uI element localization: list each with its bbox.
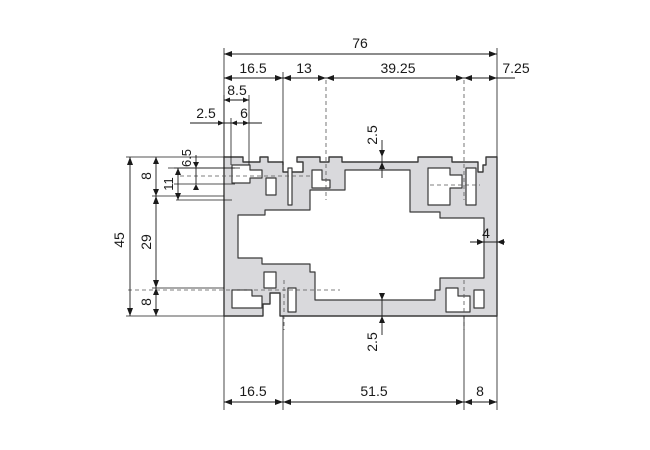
bottom-middle-slot xyxy=(287,287,297,313)
dim-slot-6-5: 6.5 xyxy=(179,149,194,167)
top-right-t-slot xyxy=(427,167,463,206)
dim-height-45: 45 xyxy=(111,232,127,248)
dim-slot-8-5: 8.5 xyxy=(227,82,247,98)
dim-bottom-8: 8 xyxy=(476,383,484,399)
center-lines xyxy=(128,80,480,330)
dim-right-wall-4: 4 xyxy=(482,225,490,241)
dim-bottom-16-5: 16.5 xyxy=(239,383,266,399)
top-left-slot-2 xyxy=(265,177,277,196)
dim-top-13: 13 xyxy=(296,60,312,76)
top-slot-13 xyxy=(311,169,331,189)
bottom-right-slot-2 xyxy=(473,289,485,309)
right-upper-slot xyxy=(465,167,477,206)
profile-cross-section xyxy=(223,156,498,317)
central-chamber xyxy=(237,169,485,301)
dim-bottom-51-5: 51.5 xyxy=(360,383,387,399)
dim-left-8-top: 8 xyxy=(138,172,154,180)
dim-left-11: 11 xyxy=(161,177,176,191)
dim-overall-width: 76 xyxy=(352,35,368,51)
dim-top-16-5: 16.5 xyxy=(239,60,266,76)
bottom-right-t-slot xyxy=(445,287,471,313)
bottom-left-t-slot xyxy=(231,289,263,309)
dim-top-39-25: 39.25 xyxy=(380,60,415,76)
top-middle-slot xyxy=(287,167,293,206)
extension-lines xyxy=(126,48,498,410)
dim-top-7-25: 7.25 xyxy=(502,60,529,76)
dim-wall-bottom-2-5: 2.5 xyxy=(364,332,380,352)
bottom-left-slot-2 xyxy=(263,271,277,289)
dim-slot-6: 6 xyxy=(240,105,248,121)
dim-left-8-bottom: 8 xyxy=(138,298,154,306)
dim-slot-2-5: 2.5 xyxy=(196,105,216,121)
top-left-t-slot xyxy=(231,164,263,184)
dim-wall-top-2-5: 2.5 xyxy=(364,125,380,145)
dim-height-29: 29 xyxy=(138,234,154,250)
dimension-labels: 76 16.5 13 39.25 7.25 8.5 2.5 6 45 29 8 … xyxy=(111,35,530,399)
dimension-lines xyxy=(127,51,515,405)
